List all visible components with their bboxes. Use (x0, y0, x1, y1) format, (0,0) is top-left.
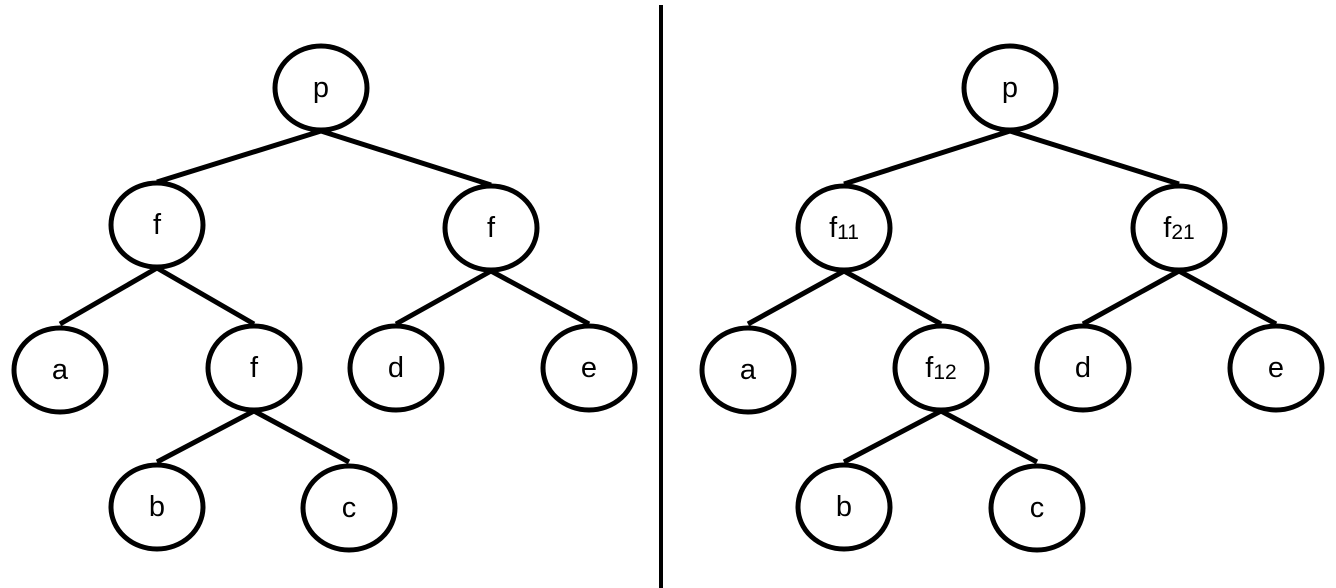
node-f3: f12 (892, 323, 990, 413)
node-f2: f (442, 183, 540, 273)
edge-f2-d (1081, 268, 1181, 327)
node-label: b (836, 491, 852, 523)
edge-f2-e (489, 268, 591, 327)
node-circle (205, 323, 303, 413)
node-circle (795, 462, 893, 552)
edge-f2-e (1177, 268, 1278, 327)
edge-f2-d (394, 268, 493, 327)
node-label: c (1030, 492, 1045, 524)
node-label: b (149, 491, 165, 523)
node-label: e (1268, 352, 1284, 384)
node-circle (1227, 323, 1325, 413)
node-label: c (342, 492, 357, 524)
edge-p-f1 (843, 128, 1011, 187)
edge-f3-b (155, 408, 256, 465)
node-circle (442, 183, 540, 273)
node-b: b (108, 462, 206, 552)
node-label: d (1075, 352, 1091, 384)
node-circle (108, 462, 206, 552)
node-circle (795, 183, 893, 273)
edge-p-f2 (1009, 128, 1180, 187)
node-circle (961, 43, 1059, 133)
node-f2: f21 (1130, 183, 1228, 273)
node-label: f21 (1163, 212, 1194, 244)
node-label: f11 (829, 212, 859, 244)
node-circle (540, 323, 638, 413)
node-circle (300, 463, 398, 553)
node-subscript: 12 (933, 361, 956, 384)
node-a: a (699, 325, 797, 415)
edge-p-f1 (156, 128, 322, 185)
edge-f3-c (252, 408, 351, 465)
tree-right: p f11 f21 a f12 d e b c (699, 43, 1325, 553)
node-f3: f (205, 323, 303, 413)
node-label: p (1002, 72, 1018, 104)
node-a: a (11, 325, 109, 415)
node-e: e (540, 323, 638, 413)
node-circle (892, 323, 990, 413)
node-d: d (347, 323, 445, 413)
node-f1: f (108, 180, 206, 270)
node-label: a (740, 354, 757, 386)
edge-f1-f3 (842, 268, 943, 327)
edge-f1-a (746, 268, 846, 327)
node-circle (108, 180, 206, 270)
node-subscript: 21 (1171, 221, 1194, 244)
node-label: f (153, 209, 162, 241)
node-label: f12 (925, 352, 956, 384)
node-label: a (52, 354, 69, 386)
node-circle (347, 323, 445, 413)
node-circle (272, 43, 370, 133)
edge-p-f2 (320, 128, 492, 188)
node-circle (1034, 323, 1132, 413)
node-e: e (1227, 323, 1325, 413)
node-label: e (581, 352, 597, 384)
tree-left: p f f a f d e b c (11, 43, 638, 553)
node-label: f (487, 212, 496, 244)
node-p: p (272, 43, 370, 133)
node-subscript: 11 (837, 221, 859, 244)
edge-f3-b (842, 408, 943, 465)
node-c: c (988, 463, 1086, 553)
node-label: d (388, 352, 404, 384)
node-p: p (961, 43, 1059, 133)
edge-f1-a (58, 265, 159, 327)
edge-f1-f3 (155, 265, 256, 327)
node-circle (1130, 183, 1228, 273)
node-circle (988, 463, 1086, 553)
node-f1: f11 (795, 183, 893, 273)
node-c: c (300, 463, 398, 553)
node-circle (699, 325, 797, 415)
node-b: b (795, 462, 893, 552)
edge-f3-c (939, 408, 1039, 465)
node-circle (11, 325, 109, 415)
node-label: f (250, 352, 259, 384)
node-label: p (313, 72, 329, 104)
node-d: d (1034, 323, 1132, 413)
